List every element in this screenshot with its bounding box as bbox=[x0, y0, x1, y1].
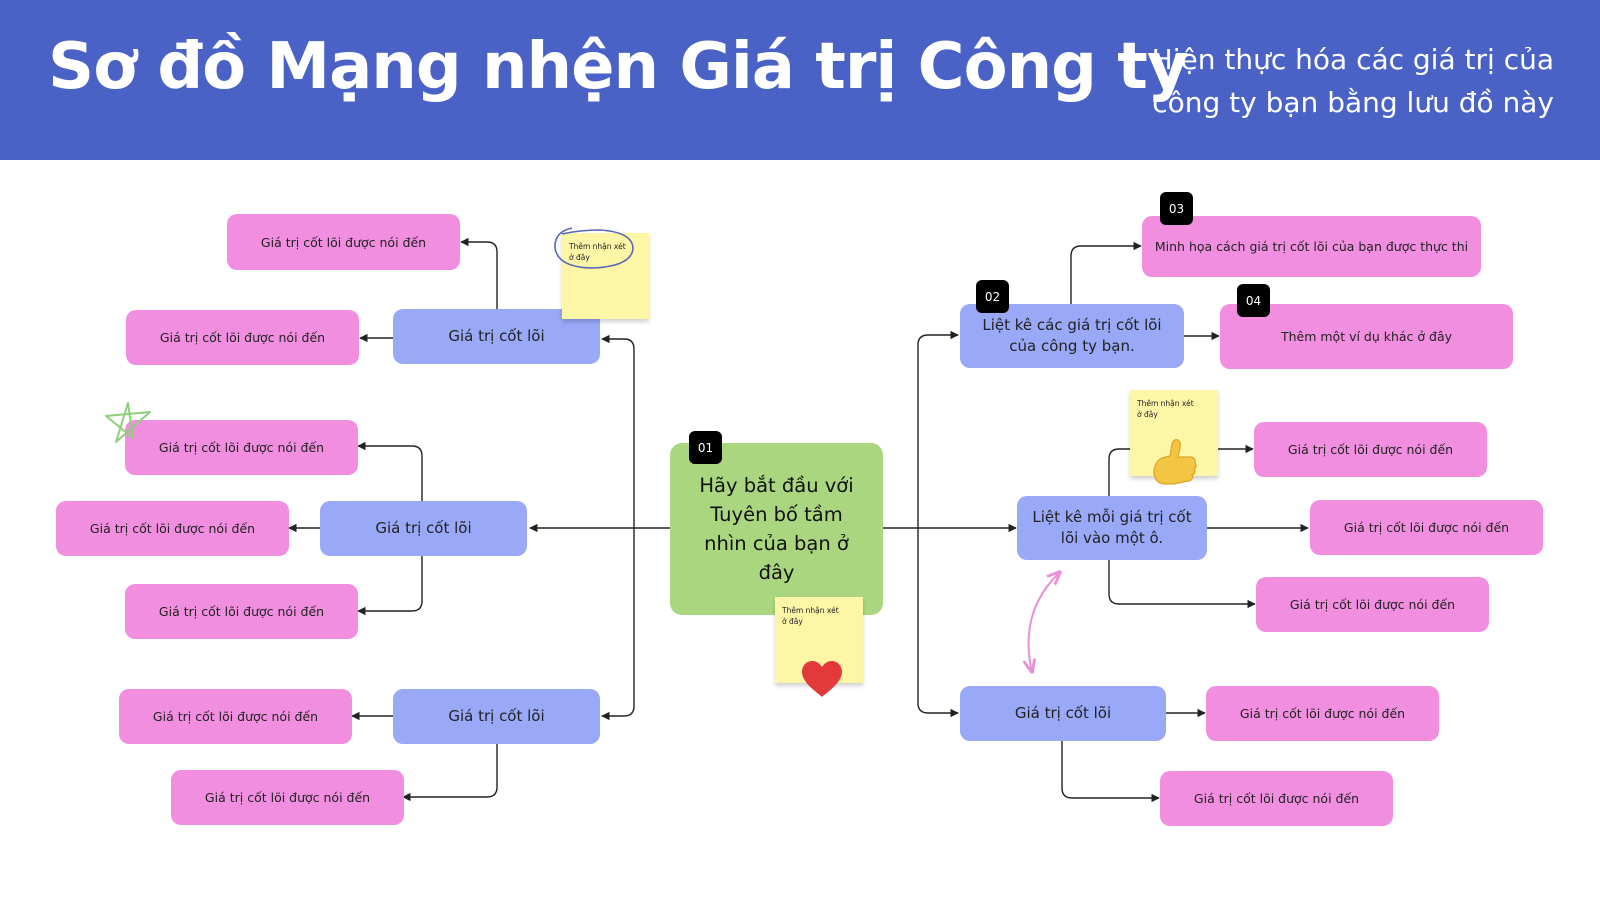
right-mid-leaf-3[interactable]: Giá trị cốt lõi được nói đến bbox=[1256, 577, 1489, 632]
left-mid-branch[interactable]: Giá trị cốt lõi bbox=[320, 501, 527, 556]
right-top-leaf-illustrate[interactable]: Minh họa cách giá trị cốt lõi của bạn đư… bbox=[1142, 216, 1481, 277]
thumbs-up-icon bbox=[1153, 439, 1197, 485]
right-bottom-branch[interactable]: Giá trị cốt lõi bbox=[960, 686, 1166, 741]
star-doodle-icon bbox=[105, 402, 151, 443]
sticky-note-text: Thêm nhận xét ở đây bbox=[569, 242, 626, 262]
left-mid-leaf-1[interactable]: Giá trị cốt lõi được nói đến bbox=[125, 420, 358, 475]
right-mid-leaf-1[interactable]: Giá trị cốt lõi được nói đến bbox=[1254, 422, 1487, 477]
sticky-note-text: Thêm nhận xét ở đây bbox=[782, 606, 839, 626]
left-bottom-leaf-2[interactable]: Giá trị cốt lõi được nói đến bbox=[171, 770, 404, 825]
circle-doodle-icon bbox=[554, 227, 634, 269]
center-vision-text: Hãy bắt đầu với Tuyên bố tầm nhìn của bạ… bbox=[699, 474, 854, 584]
page-subtitle: Hiện thực hóa các giá trị của công ty bạ… bbox=[1151, 43, 1554, 119]
right-mid-branch[interactable]: Liệt kê mỗi giá trị cốt lõi vào một ô. bbox=[1017, 496, 1207, 560]
header-banner: Sơ đồ Mạng nhện Giá trị Công ty Hiện thự… bbox=[0, 0, 1600, 160]
left-bottom-leaf-1[interactable]: Giá trị cốt lõi được nói đến bbox=[119, 689, 352, 744]
sticky-note-right[interactable]: Thêm nhận xét ở đây bbox=[1130, 390, 1218, 476]
right-top-branch-label: Liệt kê các giá trị cốt lõi của công ty … bbox=[982, 316, 1162, 355]
page-title: Sơ đồ Mạng nhện Giá trị Công ty bbox=[48, 30, 1189, 104]
right-top-branch[interactable]: Liệt kê các giá trị cốt lõi của công ty … bbox=[960, 304, 1184, 368]
double-arrow-doodle-icon bbox=[1029, 572, 1061, 672]
left-top-leaf-2[interactable]: Giá trị cốt lõi được nói đến bbox=[126, 310, 359, 365]
right-mid-leaf-2[interactable]: Giá trị cốt lõi được nói đến bbox=[1310, 500, 1543, 555]
left-top-leaf-1[interactable]: Giá trị cốt lõi được nói đến bbox=[227, 214, 460, 270]
sticky-note-top-left[interactable]: Thêm nhận xét ở đây bbox=[562, 233, 649, 319]
sticky-note-text: Thêm nhận xét ở đây bbox=[1137, 399, 1194, 419]
step-badge-03: 03 bbox=[1160, 192, 1193, 225]
right-bottom-leaf-1[interactable]: Giá trị cốt lõi được nói đến bbox=[1206, 686, 1439, 741]
left-mid-leaf-3[interactable]: Giá trị cốt lõi được nói đến bbox=[125, 584, 358, 639]
right-mid-branch-label: Liệt kê mỗi giá trị cốt lõi vào một ô. bbox=[1032, 508, 1192, 547]
right-bottom-leaf-2[interactable]: Giá trị cốt lõi được nói đến bbox=[1160, 771, 1393, 826]
step-badge-04: 04 bbox=[1237, 284, 1270, 317]
left-mid-leaf-2[interactable]: Giá trị cốt lõi được nói đến bbox=[56, 501, 289, 556]
step-badge-02: 02 bbox=[976, 280, 1009, 313]
center-vision-node[interactable]: Hãy bắt đầu với Tuyên bố tầm nhìn của bạ… bbox=[670, 443, 883, 615]
right-top-leaf-example[interactable]: Thêm một ví dụ khác ở đây bbox=[1220, 304, 1513, 369]
heart-icon bbox=[802, 661, 842, 697]
left-bottom-branch[interactable]: Giá trị cốt lõi bbox=[393, 689, 600, 744]
step-badge-01: 01 bbox=[689, 431, 722, 464]
